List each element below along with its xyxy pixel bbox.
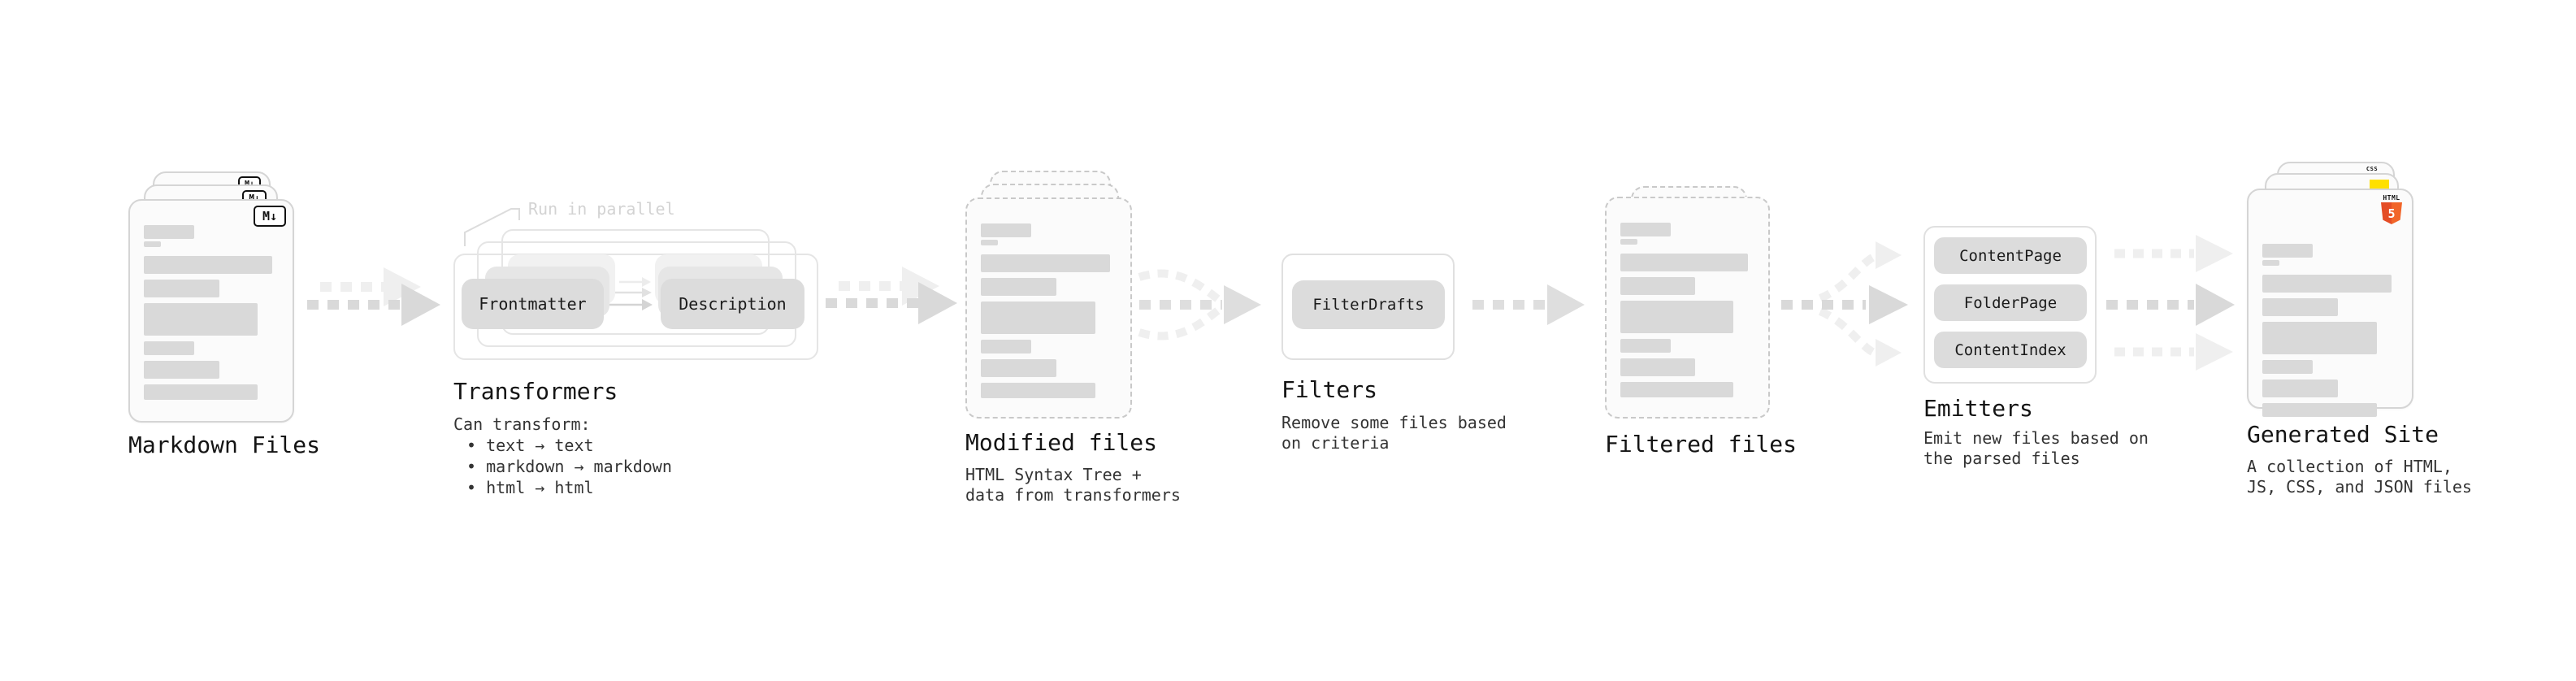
folderpage-node: FolderPage: [1934, 284, 2087, 321]
contentpage-node: ContentPage: [1934, 237, 2087, 274]
contentindex-node: ContentIndex: [1934, 332, 2087, 368]
filters-group: [1281, 254, 1455, 360]
site-file-card-html: HTML 5: [2247, 189, 2413, 417]
transformers-description: Can transform: • text → text • markdown …: [453, 414, 672, 498]
html5-icon: HTML 5: [2381, 194, 2402, 224]
filters-subtitle: Remove some files based on criteria: [1281, 413, 1507, 453]
frontmatter-node: Frontmatter: [462, 279, 604, 329]
arrow-transformers-to-modified: [826, 267, 957, 324]
emitters-group: [1923, 226, 2097, 384]
stage-title-markdown-files: Markdown Files: [128, 432, 321, 458]
stage-title-filtered-files: Filtered files: [1605, 431, 1798, 458]
modified-file-card-front: [965, 197, 1132, 419]
can-transform-heading: Can transform:: [453, 414, 591, 434]
transform-bullet: • markdown → markdown: [466, 457, 672, 476]
document-text-placeholder: [144, 225, 276, 400]
markdown-icon: M↓: [254, 206, 286, 227]
transformer-group-front: [453, 254, 818, 360]
stage-title-filters: Filters: [1281, 376, 1378, 403]
document-text-placeholder: [1620, 223, 1752, 397]
stage-title-transformers: Transformers: [453, 378, 618, 405]
arrow-filtered-to-emitters: [1781, 241, 1908, 367]
generated-site-subtitle: A collection of HTML, JS, CSS, and JSON …: [2247, 457, 2472, 497]
arrow-emitters-to-site-middle: [2106, 284, 2235, 326]
stage-title-generated-site: Generated Site: [2247, 421, 2439, 448]
filtered-file-card-front: [1605, 197, 1770, 419]
modified-files-subtitle: HTML Syntax Tree + data from transformer…: [965, 465, 1181, 505]
arrow-markdown-to-transformers: [307, 267, 440, 326]
arrow-filters-to-filtered: [1472, 284, 1585, 325]
description-node: Description: [661, 279, 804, 329]
markdown-file-card-front: M↓: [128, 199, 294, 423]
arrow-emitters-to-site-bottom: [2114, 333, 2233, 371]
run-in-parallel-annotation: Run in parallel: [528, 199, 675, 219]
arrow-emitters-to-site-top: [2114, 235, 2233, 272]
arrow-modified-to-filters: [1138, 269, 1261, 340]
document-text-placeholder: [981, 223, 1114, 398]
filterdrafts-node: FilterDrafts: [1292, 280, 1445, 329]
transform-bullet: • html → html: [466, 478, 594, 497]
stage-title-emitters: Emitters: [1923, 395, 2033, 422]
transform-bullet: • text → text: [466, 436, 594, 455]
document-text-placeholder: [2262, 244, 2396, 417]
stage-title-modified-files: Modified files: [965, 429, 1158, 456]
emitters-subtitle: Emit new files based on the parsed files: [1923, 428, 2149, 468]
